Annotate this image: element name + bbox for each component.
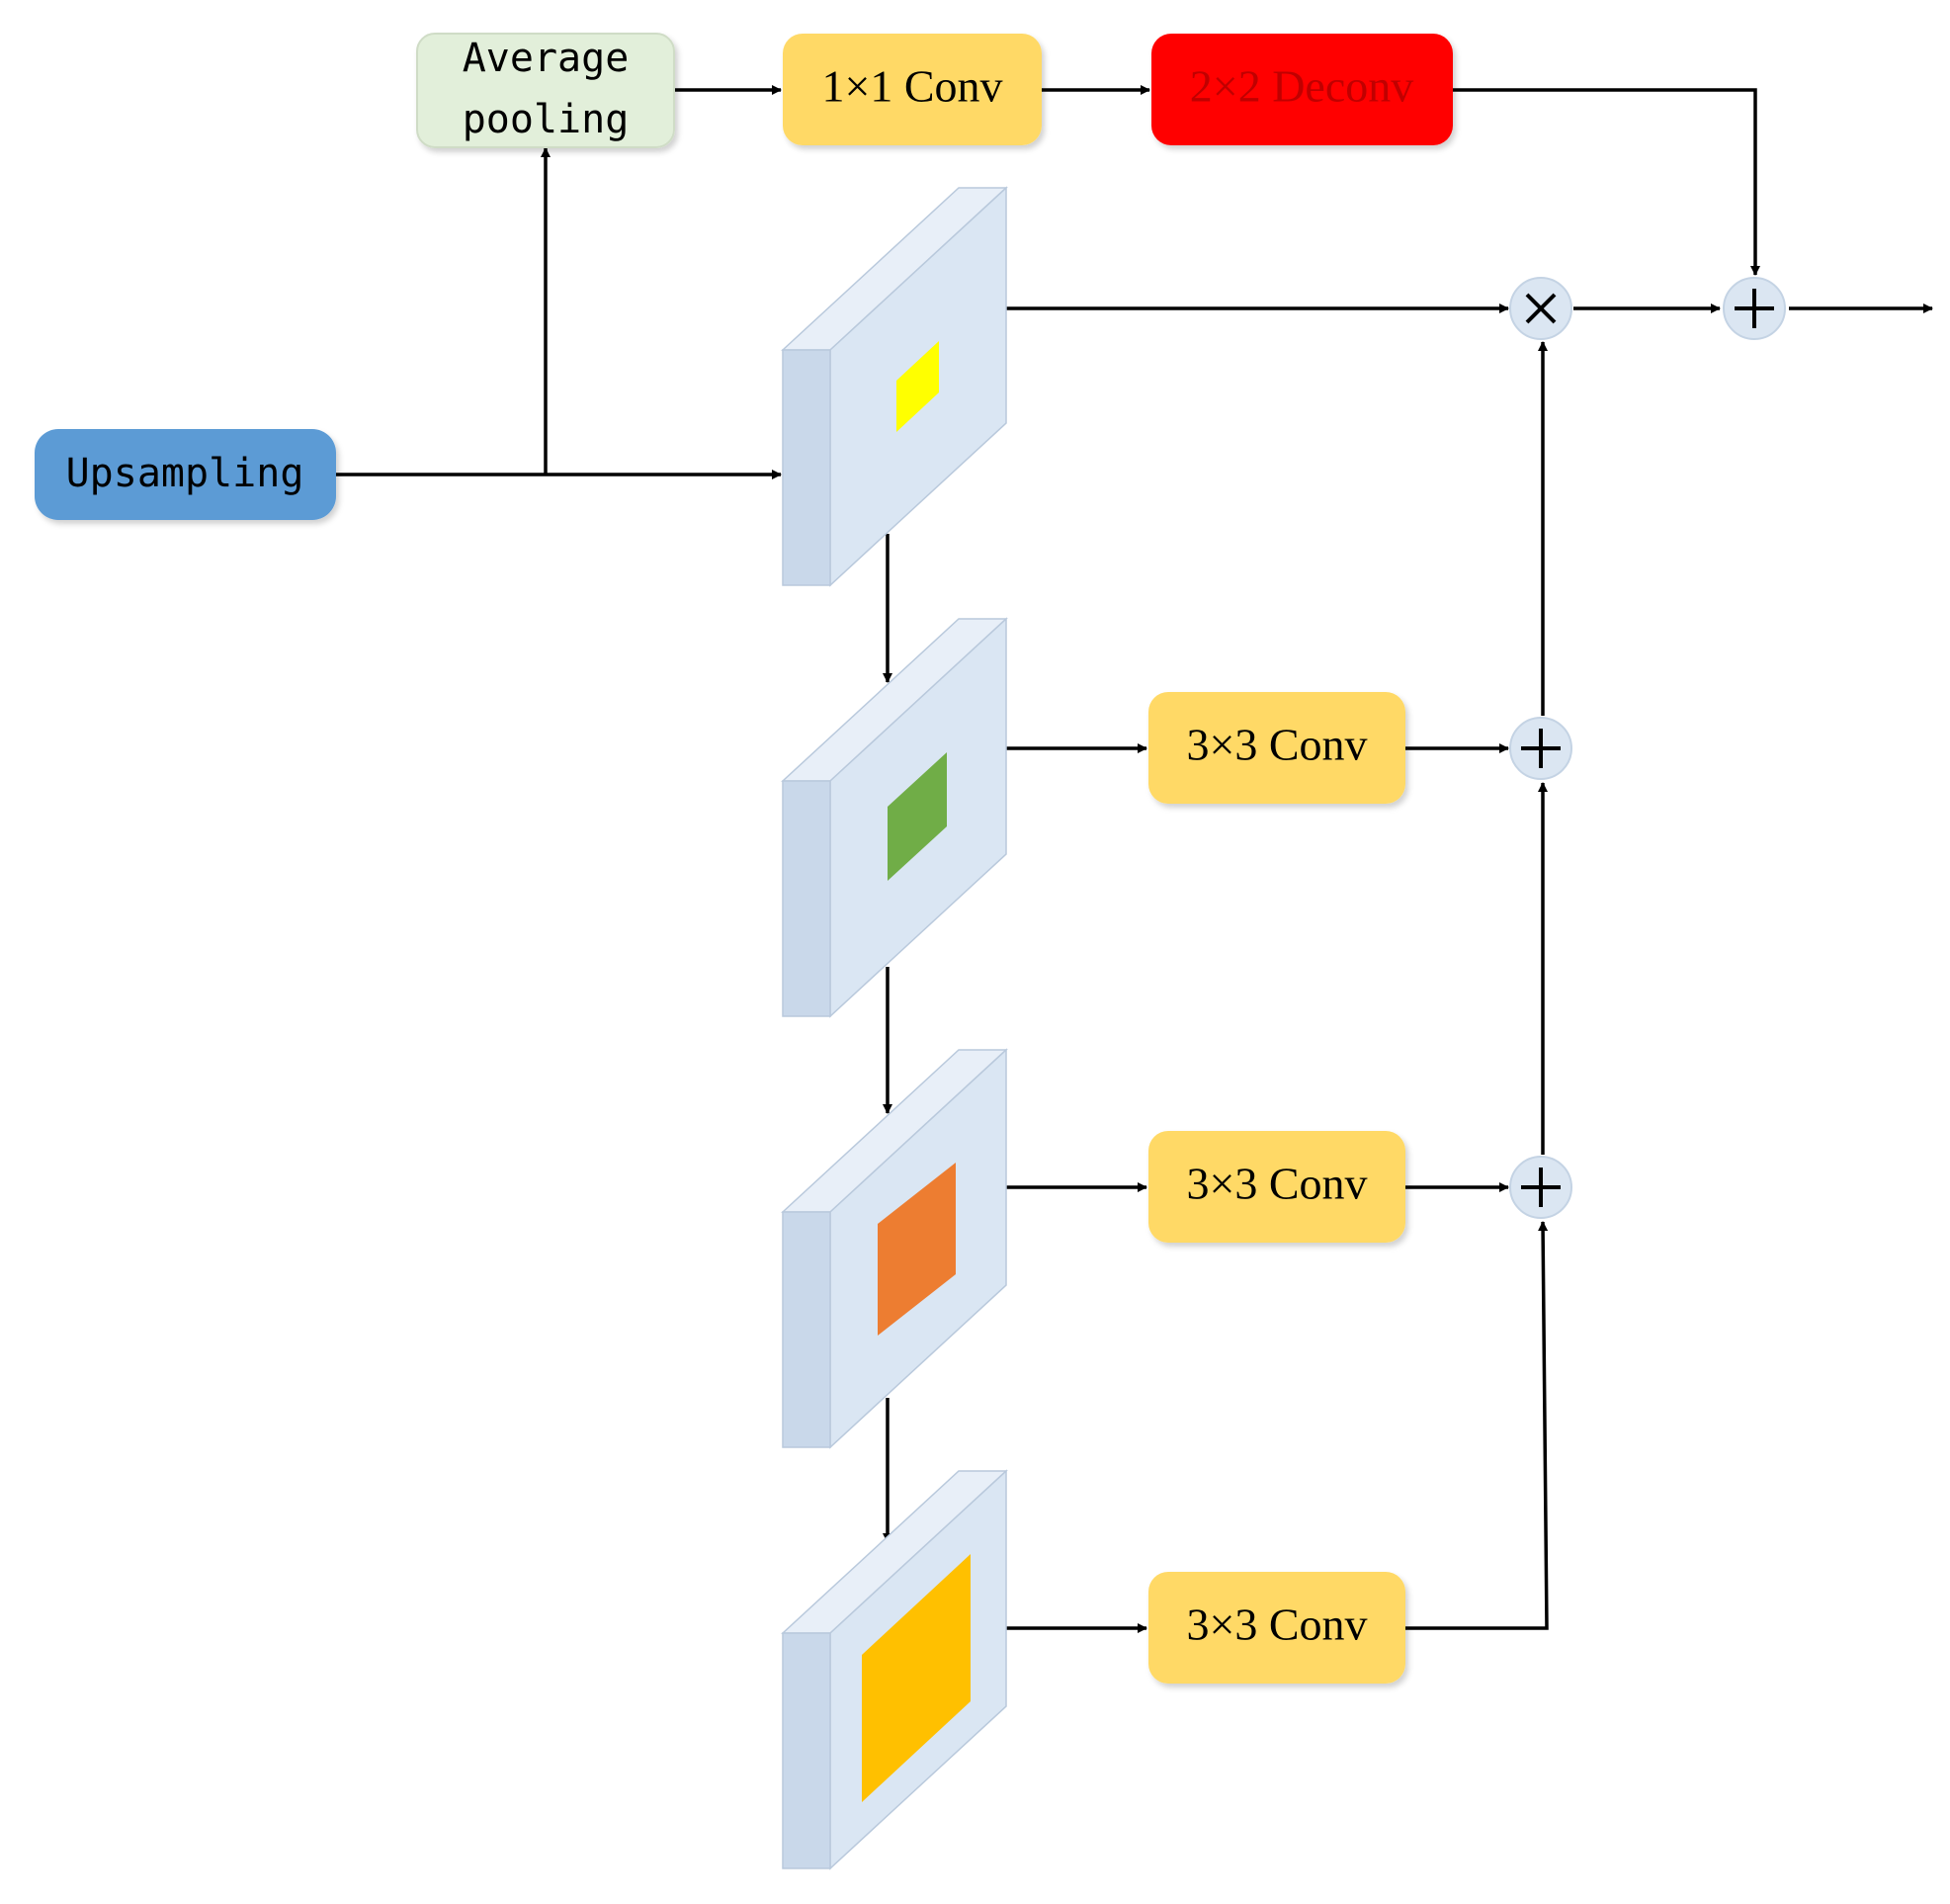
conv3x3-label-a: 3×3 Conv xyxy=(1186,720,1367,770)
feature-patch-yellow xyxy=(896,341,939,432)
add-operator-bottom xyxy=(1509,1156,1572,1219)
feature-patch-green xyxy=(888,752,947,881)
upsampling-node: Upsampling xyxy=(35,429,336,520)
average-pooling-label-line1: Average xyxy=(463,36,630,81)
arrow-deconv-to-add-top xyxy=(1453,88,1760,276)
conv3x3-node-b: 3×3 Conv xyxy=(1148,1131,1405,1243)
conv3x3-label-c: 3×3 Conv xyxy=(1186,1600,1367,1650)
upsampling-label: Upsampling xyxy=(66,451,304,496)
feature-patch-gold xyxy=(862,1554,971,1802)
conv3x3-node-a: 3×3 Conv xyxy=(1148,692,1405,804)
average-pooling-label-line2: pooling xyxy=(463,97,630,142)
deconv2x2-node: 2×2 Deconv xyxy=(1151,34,1453,145)
feature-map-1 xyxy=(781,186,1008,587)
conv3x3-node-c: 3×3 Conv xyxy=(1148,1572,1405,1684)
conv1x1-node: 1×1 Conv xyxy=(783,34,1042,145)
conv3x3-label-b: 3×3 Conv xyxy=(1186,1159,1367,1209)
add-operator-middle xyxy=(1509,717,1572,780)
feature-map-3 xyxy=(781,1048,1008,1449)
average-pooling-node: Average pooling xyxy=(416,33,675,148)
feature-patch-orange xyxy=(878,1163,956,1336)
feature-map-2 xyxy=(781,617,1008,1018)
connections xyxy=(336,85,1933,1633)
deconv2x2-label: 2×2 Deconv xyxy=(1190,61,1414,112)
conv1x1-label: 1×1 Conv xyxy=(821,61,1002,112)
multiply-operator xyxy=(1509,277,1572,340)
add-operator-top xyxy=(1723,277,1786,340)
arrow-conv-c-to-add xyxy=(1405,1221,1549,1630)
feature-map-4 xyxy=(781,1469,1008,1870)
